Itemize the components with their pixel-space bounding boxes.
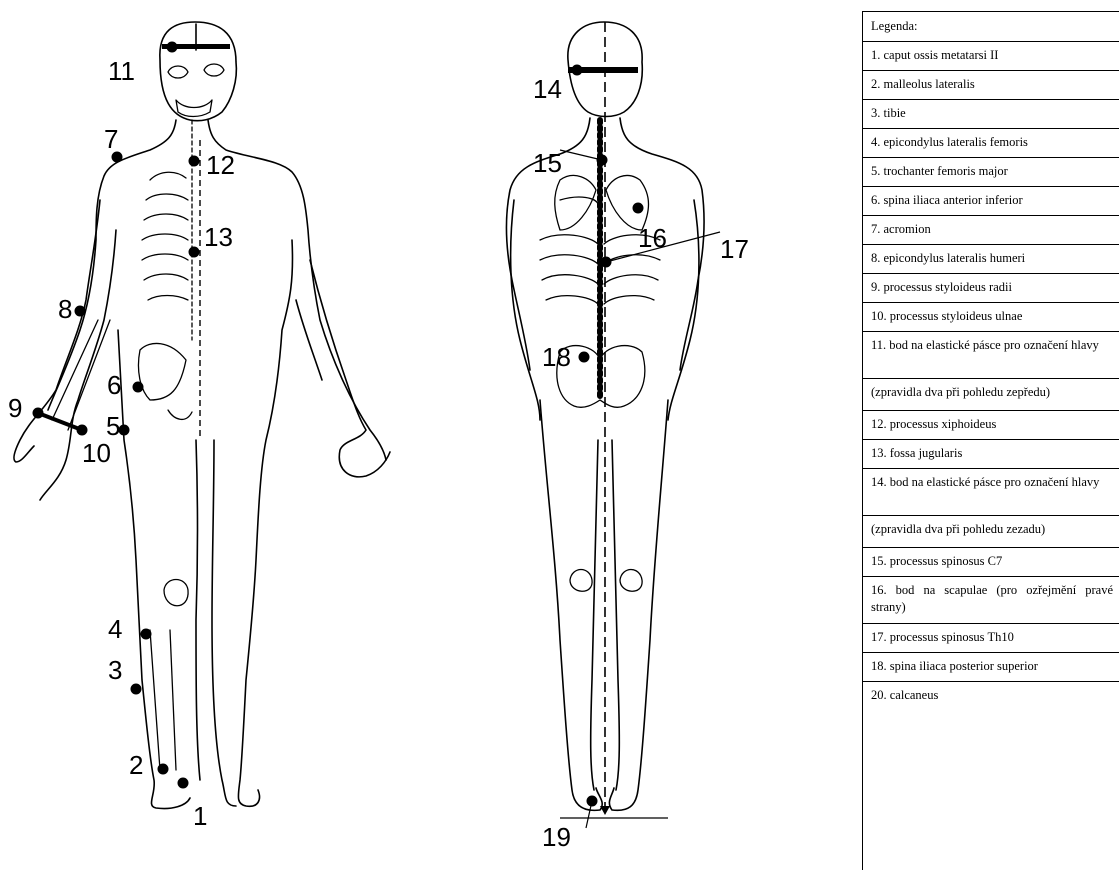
label-9: 9 xyxy=(8,395,22,421)
legend-item: 10. processus styloideus ulnae xyxy=(863,302,1119,332)
legend-item-text: 12. processus xiphoideus xyxy=(871,416,1113,433)
legend-item: 17. processus spinosus Th10 xyxy=(863,623,1119,653)
legend-item-text: 3. tibie xyxy=(871,105,1113,122)
legend-item: 2. malleolus lateralis xyxy=(863,70,1119,100)
legend-item: 11. bod na elastické pásce pro označení … xyxy=(863,331,1119,379)
label-13: 13 xyxy=(204,224,233,250)
marker-dot-12 xyxy=(189,156,199,166)
legend-item-text: 17. processus spinosus Th10 xyxy=(871,629,1113,646)
legend-item-text: 18. spina iliaca posterior superior xyxy=(871,658,1113,675)
front-skeleton xyxy=(52,64,224,770)
legend-item-text: 11. bod na elastické pásce pro označení … xyxy=(871,337,1113,354)
marker-dot-10 xyxy=(77,425,87,435)
legend-item: 20. calcaneus xyxy=(863,681,1119,871)
label-3: 3 xyxy=(108,657,122,683)
legend-item: 1. caput ossis metatarsi II xyxy=(863,41,1119,71)
legend-item-text: 13. fossa jugularis xyxy=(871,445,1113,462)
label-1: 1 xyxy=(193,803,207,829)
legend-item-text: 14. bod na elastické pásce pro označení … xyxy=(871,474,1113,491)
legend-item: 13. fossa jugularis xyxy=(863,439,1119,469)
marker-dot-5 xyxy=(119,425,129,435)
legend-item-text: 4. epicondylus lateralis femoris xyxy=(871,134,1113,151)
marker-dot-1 xyxy=(178,778,188,788)
marker-dot-4 xyxy=(141,629,151,639)
front-body-outline xyxy=(14,22,390,809)
legend-item: 16. bod na scapulae (pro ozřejmění pravé… xyxy=(863,576,1119,624)
label-5: 5 xyxy=(106,413,120,439)
legend-item-text: 5. trochanter femoris major xyxy=(871,163,1113,180)
leader-15 xyxy=(560,150,602,160)
marker-dot-14 xyxy=(572,65,582,75)
marker-dot-18 xyxy=(579,352,589,362)
legend-item: 15. processus spinosus C7 xyxy=(863,547,1119,577)
legend-item: 12. processus xiphoideus xyxy=(863,410,1119,440)
marker-dot-13 xyxy=(189,247,199,257)
marker-dot-6 xyxy=(133,382,143,392)
label-14: 14 xyxy=(533,76,562,102)
marker-dot-8 xyxy=(75,306,85,316)
label-18: 18 xyxy=(542,344,571,370)
legend-item: (zpravidla dva při pohledu zepředu) xyxy=(863,378,1119,411)
label-19: 19 xyxy=(542,824,571,850)
marker-dot-2 xyxy=(158,764,168,774)
label-17: 17 xyxy=(720,236,749,262)
marker-dot-3 xyxy=(131,684,141,694)
legend-title-row: Legenda: xyxy=(863,12,1119,42)
label-6: 6 xyxy=(107,372,121,398)
legend-item-text: 6. spina iliaca anterior inferior xyxy=(871,192,1113,209)
marker-line-9-10 xyxy=(38,413,82,430)
label-12: 12 xyxy=(206,152,235,178)
label-8: 8 xyxy=(58,296,72,322)
legend-item: 18. spina iliaca posterior superior xyxy=(863,652,1119,682)
label-11: 11 xyxy=(108,58,135,84)
legend-item-text: 9. processus styloideus radii xyxy=(871,279,1113,296)
legend-item: 8. epicondylus lateralis humeri xyxy=(863,244,1119,274)
plumb-arrow xyxy=(600,806,610,815)
legend-item-text: 16. bod na scapulae (pro ozřejmění pravé… xyxy=(871,582,1113,616)
legend-item-text: 1. caput ossis metatarsi II xyxy=(871,47,1113,64)
legend-item: 7. acromion xyxy=(863,215,1119,245)
legend-item-text: 2. malleolus lateralis xyxy=(871,76,1113,93)
legend-item: (zpravidla dva při pohledu zezadu) xyxy=(863,515,1119,548)
legend-item: 9. processus styloideus radii xyxy=(863,273,1119,303)
label-7: 7 xyxy=(104,126,118,152)
legend-item: 6. spina iliaca anterior inferior xyxy=(863,186,1119,216)
reference-lines xyxy=(200,22,720,828)
legend-item-text: 7. acromion xyxy=(871,221,1113,238)
legend-item-text: 15. processus spinosus C7 xyxy=(871,553,1113,570)
legend-item-text: (zpravidla dva při pohledu zepředu) xyxy=(871,384,1113,401)
label-16: 16 xyxy=(638,225,667,251)
label-2: 2 xyxy=(129,752,143,778)
legend-item: 5. trochanter femoris major xyxy=(863,157,1119,187)
anatomy-figure xyxy=(0,0,860,870)
marker-dot-16 xyxy=(633,203,643,213)
legend-title: Legenda: xyxy=(871,18,1113,35)
label-10: 10 xyxy=(82,440,111,466)
legend-item-text: (zpravidla dva při pohledu zezadu) xyxy=(871,521,1113,538)
legend-item: 3. tibie xyxy=(863,99,1119,129)
legend-box: Legenda: 1. caput ossis metatarsi II 2. … xyxy=(862,11,1119,870)
marker-dot-11 xyxy=(167,42,177,52)
legend-item-text: 20. calcaneus xyxy=(871,687,1113,704)
label-4: 4 xyxy=(108,616,122,642)
legend-item: 14. bod na elastické pásce pro označení … xyxy=(863,468,1119,516)
marker-dot-9 xyxy=(33,408,43,418)
legend-item: 4. epicondylus lateralis femoris xyxy=(863,128,1119,158)
legend-item-text: 8. epicondylus lateralis humeri xyxy=(871,250,1113,267)
legend-item-text: 10. processus styloideus ulnae xyxy=(871,308,1113,325)
label-15: 15 xyxy=(533,150,562,176)
